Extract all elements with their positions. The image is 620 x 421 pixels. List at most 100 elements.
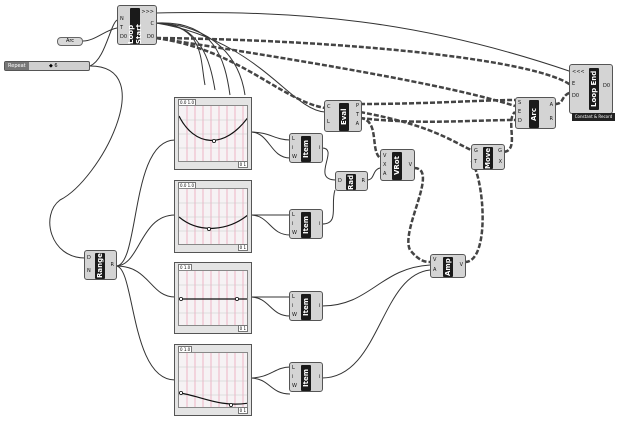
range-component[interactable]: D N Range R	[84, 250, 117, 280]
item-input-i[interactable]: i	[292, 145, 294, 151]
rad-output-r[interactable]: R	[361, 178, 365, 184]
range-output-r[interactable]: R	[110, 262, 114, 268]
repeat-slider[interactable]: Repeat ◆ 6	[4, 61, 90, 71]
graph-mapper-4[interactable]: 0 1.0 0 1	[174, 344, 252, 416]
move-output-g[interactable]: G	[498, 148, 502, 154]
evaluate-curve-component[interactable]: C L Eval P T A	[324, 100, 362, 132]
wire[interactable]	[249, 296, 291, 317]
eval-output-p[interactable]: P	[355, 103, 359, 109]
wire[interactable]	[249, 366, 291, 379]
item-input-w[interactable]: W	[292, 230, 297, 236]
amp-input-v[interactable]: V	[433, 257, 437, 263]
vrot-input-a[interactable]: A	[383, 171, 387, 177]
wire[interactable]	[366, 167, 381, 181]
wire[interactable]	[82, 27, 118, 42]
graph-plot[interactable]	[178, 270, 248, 326]
list-item-component-3[interactable]: L i W Item i	[289, 291, 323, 321]
item-output-i[interactable]: i	[318, 303, 320, 309]
eval-input-l[interactable]: L	[327, 119, 330, 125]
arc-component[interactable]: S E D Arc A R	[515, 97, 556, 129]
dashed-wire[interactable]	[554, 90, 573, 106]
loop-end-input-d0[interactable]: D0	[572, 93, 580, 99]
loop-start-input-n[interactable]: N	[120, 16, 124, 22]
loop-start-output-c[interactable]: C	[150, 21, 155, 27]
eval-output-a[interactable]: A	[355, 121, 359, 127]
loop-end-output-d0[interactable]: D0	[602, 83, 610, 89]
wire[interactable]	[155, 12, 573, 73]
arc-input-s[interactable]: S	[518, 100, 522, 106]
graph-plot[interactable]	[178, 188, 248, 245]
loop-end-input-loop[interactable]: <<<	[572, 69, 585, 75]
dashed-wire[interactable]	[359, 98, 516, 106]
wire[interactable]	[249, 131, 291, 159]
dashed-wire[interactable]	[155, 36, 326, 110]
move-input-t[interactable]: T	[474, 159, 478, 165]
loop-start-component[interactable]: N T D0 Loop Start >>> C D0	[117, 5, 157, 45]
arc-input-e[interactable]: E	[518, 109, 522, 115]
loop-start-output-loop[interactable]: >>>	[141, 9, 154, 15]
loop-end-component[interactable]: <<< E D0 Loop End D0	[569, 64, 613, 114]
graph-mapper-3[interactable]: 0 1.0 0 1	[174, 262, 252, 334]
radians-component[interactable]: D Rad R	[335, 171, 368, 191]
graph-mapper-1[interactable]: 0.0 1.0 0 1	[174, 97, 252, 170]
dashed-wire[interactable]	[155, 36, 516, 108]
move-output-x[interactable]: X	[498, 159, 502, 165]
arc-output-r[interactable]: R	[549, 116, 553, 122]
wire[interactable]	[321, 147, 337, 181]
amp-input-a[interactable]: A	[433, 267, 437, 273]
wire[interactable]	[49, 65, 123, 259]
slider-value[interactable]: ◆ 6	[49, 63, 58, 69]
item-input-w[interactable]: W	[292, 383, 297, 389]
wire[interactable]	[115, 214, 176, 267]
loop-end-input-e[interactable]: E	[572, 81, 576, 87]
item-output-i[interactable]: i	[318, 221, 320, 227]
graph-mapper-2[interactable]: 0.0 1.0 0 1	[174, 180, 252, 253]
dashed-wire[interactable]	[359, 110, 472, 152]
graph-plot[interactable]	[178, 105, 248, 162]
vector-rotate-component[interactable]: V X A VRot V	[380, 149, 415, 181]
loop-start-output-d0[interactable]: D0	[146, 34, 154, 40]
eval-output-t[interactable]: T	[355, 112, 359, 118]
graph-plot[interactable]	[178, 352, 248, 408]
wire[interactable]	[321, 189, 336, 225]
dashed-wire[interactable]	[359, 116, 381, 159]
arc-input-d[interactable]: D	[518, 118, 522, 124]
eval-input-c[interactable]: C	[327, 104, 331, 110]
item-output-i[interactable]: i	[318, 145, 320, 151]
amplitude-component[interactable]: V A Amp V	[430, 254, 466, 278]
dashed-wire[interactable]	[503, 111, 517, 154]
range-input-d[interactable]: D	[87, 255, 91, 261]
item-input-l[interactable]: L	[292, 136, 295, 142]
wire[interactable]	[155, 22, 216, 91]
wire[interactable]	[155, 22, 206, 86]
wire[interactable]	[155, 22, 246, 96]
wire[interactable]	[321, 269, 431, 379]
wire[interactable]	[155, 22, 326, 113]
dashed-wire[interactable]	[407, 166, 431, 264]
wire[interactable]	[321, 264, 431, 307]
list-item-component-1[interactable]: L i W Item i	[289, 133, 323, 163]
arc-panel[interactable]: Arc	[57, 37, 83, 46]
item-input-i[interactable]: i	[292, 221, 294, 227]
dashed-wire[interactable]	[359, 116, 516, 123]
arc-output-a[interactable]: A	[549, 102, 553, 108]
wire[interactable]	[249, 214, 291, 236]
loop-start-input-t[interactable]: T	[120, 25, 124, 31]
wire[interactable]	[249, 377, 291, 395]
item-input-l[interactable]: L	[292, 365, 295, 371]
item-input-w[interactable]: W	[292, 312, 297, 318]
item-output-i[interactable]: i	[318, 374, 320, 380]
item-input-l[interactable]: L	[292, 294, 295, 300]
loop-start-input-d0[interactable]: D0	[120, 34, 128, 40]
vrot-input-v[interactable]: V	[383, 153, 387, 159]
list-item-component-4[interactable]: L i W Item i	[289, 362, 323, 392]
list-item-component-2[interactable]: L i W Item i	[289, 209, 323, 239]
wire[interactable]	[115, 265, 176, 381]
move-component[interactable]: G T Move G X	[471, 144, 505, 170]
item-input-i[interactable]: i	[292, 303, 294, 309]
dashed-wire[interactable]	[155, 36, 573, 87]
vrot-output-v[interactable]: V	[408, 162, 412, 168]
amp-output-v[interactable]: V	[459, 262, 463, 268]
vrot-input-x[interactable]: X	[383, 162, 387, 168]
